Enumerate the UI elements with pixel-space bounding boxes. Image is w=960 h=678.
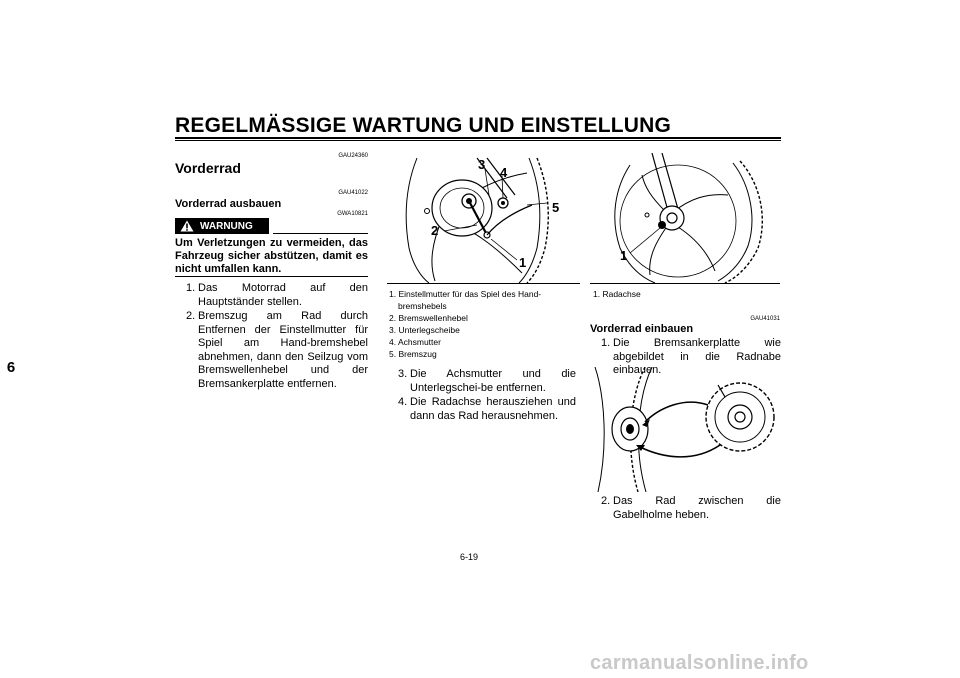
list-item: 4. Die Radachse herausziehen und dann da… xyxy=(398,396,576,422)
caption-item: 2. Bremswellenhebel xyxy=(389,313,468,323)
figure-brake-assembly xyxy=(387,153,580,283)
section-code: GAU24360 xyxy=(338,153,368,159)
list-item: 3. Die Achsmutter und die Unterlegschei-… xyxy=(398,368,576,394)
subsection-code: GAU41022 xyxy=(338,190,368,196)
figure2-caption: 1. Radachse xyxy=(593,288,641,300)
watermark: carmanualsonline.info xyxy=(590,652,809,674)
figure1-caption-list: 1. Einstellmutter für das Spiel des Hand… xyxy=(389,288,541,360)
figure2-caption-rule xyxy=(590,283,780,284)
install-code: GAU41031 xyxy=(750,316,780,322)
removal-steps-list: 1. Das Motorrad auf den Hauptständer ste… xyxy=(186,282,368,391)
install-steps-list: 1. Die Bremsankerplatte wie abgebildet i… xyxy=(601,337,781,378)
figure-brake-plate-install xyxy=(590,367,780,492)
caption-item: 3. Unterlegscheibe xyxy=(389,325,460,335)
warning-top-rule xyxy=(273,233,368,234)
chapter-tab: 6 xyxy=(0,356,22,380)
caption-item: 1. Einstellmutter für das Spiel des Hand… xyxy=(389,289,542,299)
header-rule xyxy=(175,137,781,141)
warning-bottom-rule xyxy=(175,276,368,277)
list-item: 2. Bremszug am Rad durch Entfernen der E… xyxy=(186,310,368,390)
warning-label: WARNUNG xyxy=(200,220,253,232)
caption-item: 1. Radachse xyxy=(593,289,641,299)
caption-item: bremshebels xyxy=(398,301,447,311)
callout-1-axle: 1 xyxy=(620,248,628,263)
warning-triangle-icon xyxy=(180,220,194,232)
list-item: 1. Das Motorrad auf den Hauptständer ste… xyxy=(186,282,368,308)
wheel-axle-illustration xyxy=(614,153,764,283)
callout-3: 3 xyxy=(478,157,486,172)
brake-assembly-illustration xyxy=(405,157,549,283)
brake-plate-install-illustration xyxy=(594,367,775,492)
warning-code: GWA10821 xyxy=(337,211,368,217)
install-steps-list-continued: 2. Das Rad zwischen die Gabelholme heben… xyxy=(601,495,781,522)
caption-item: 4. Achsmutter xyxy=(389,337,441,347)
caption-item: 5. Bremszug xyxy=(389,349,437,359)
page-header-title: REGELMÄSSIGE WARTUNG UND EINSTELLUNG xyxy=(175,114,672,137)
callout-2: 2 xyxy=(431,223,439,238)
subsection-title: Vorderrad ausbauen xyxy=(175,198,282,210)
removal-steps-list-continued: 3. Die Achsmutter und die Unterlegschei-… xyxy=(398,368,576,423)
page-number: 6-19 xyxy=(460,552,479,562)
figure-wheel-axle xyxy=(590,153,780,283)
warning-text: Um Verletzungen zu vermeiden, das Fahrze… xyxy=(175,237,368,275)
list-item: 2. Das Rad zwischen die Gabelholme heben… xyxy=(601,495,781,521)
install-title: Vorderrad einbauen xyxy=(590,323,694,335)
list-item: 1. Die Bremsankerplatte wie abgebildet i… xyxy=(601,337,781,376)
section-title: Vorderrad xyxy=(175,160,241,176)
callout-1: 1 xyxy=(519,255,527,270)
callout-5: 5 xyxy=(552,200,560,215)
figure1-caption-rule xyxy=(387,283,580,284)
warning-label-box: WARNUNG xyxy=(175,218,269,234)
callout-4: 4 xyxy=(500,165,508,180)
